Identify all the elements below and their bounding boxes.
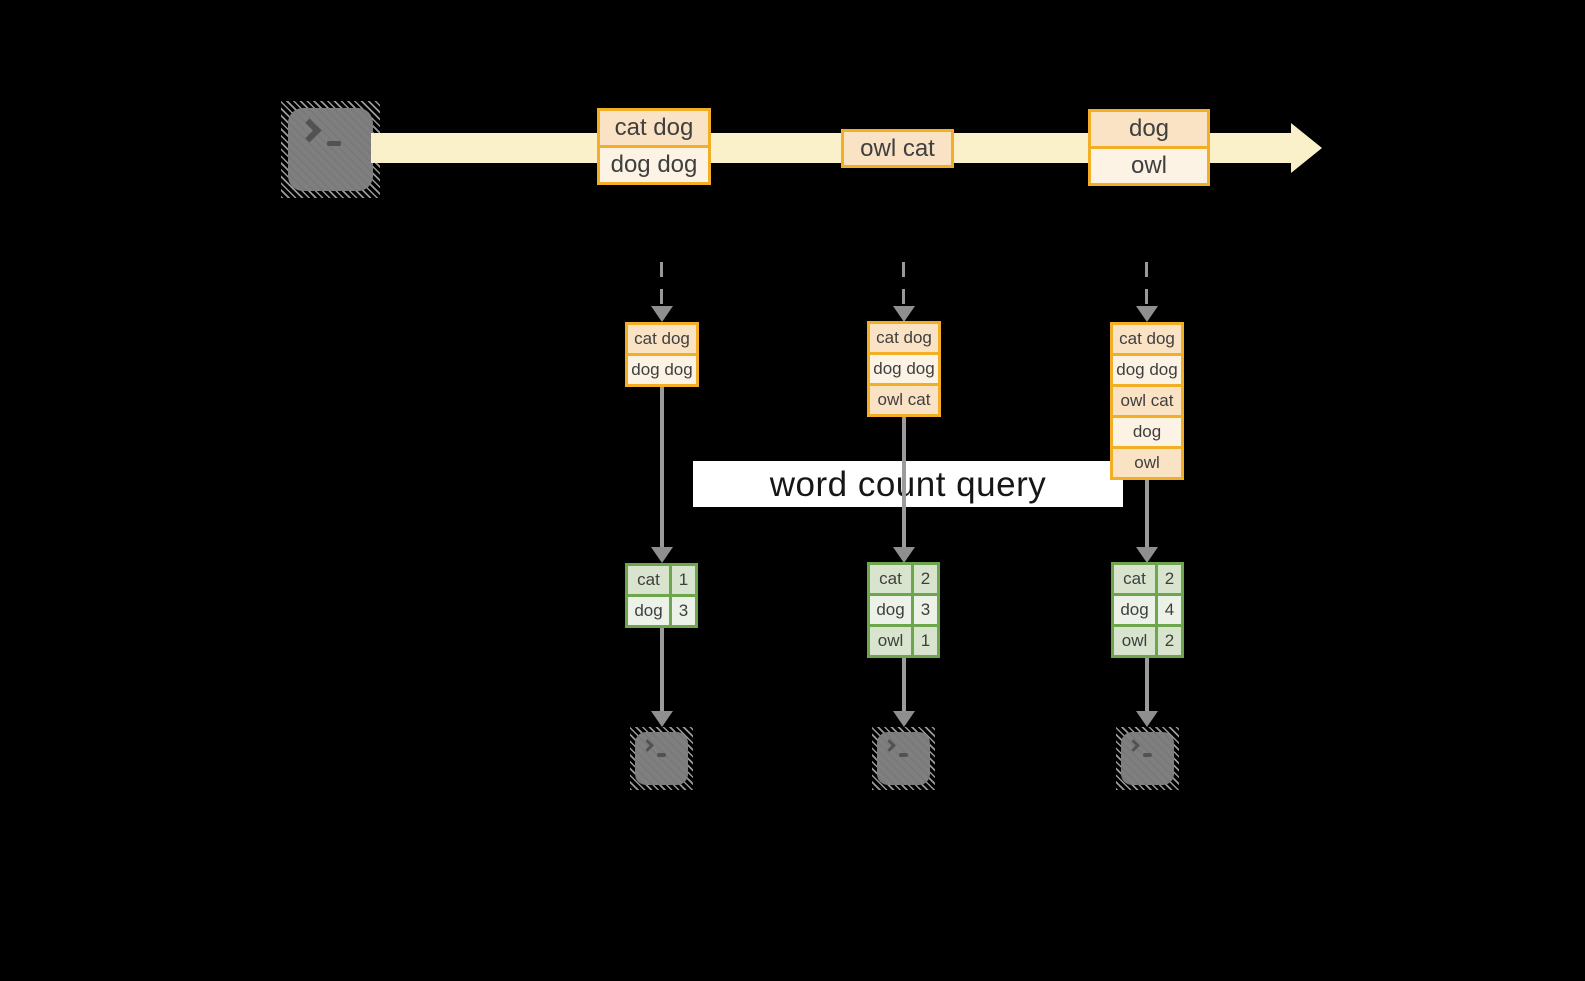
sink-terminal-icon xyxy=(630,727,693,790)
word-cell: cat xyxy=(1114,565,1155,593)
sink-arrowhead-icon xyxy=(651,711,673,727)
query-arrow xyxy=(660,387,664,547)
prompt-chevron-icon xyxy=(1127,739,1140,752)
word-cell: owl xyxy=(1114,627,1155,655)
prompt-chevron-icon xyxy=(883,739,896,752)
query-arrowhead-icon xyxy=(1136,547,1158,563)
count-cell: 4 xyxy=(1158,596,1181,624)
prompt-underscore-icon xyxy=(1143,753,1152,757)
terminal-body xyxy=(635,732,688,785)
dashed-arrow xyxy=(1145,262,1148,306)
word-cell: cat xyxy=(870,565,911,593)
count-cell: 2 xyxy=(914,565,937,593)
sink-terminal-icon xyxy=(872,727,935,790)
terminal-body xyxy=(1121,732,1174,785)
count-cell: 2 xyxy=(1158,627,1181,655)
micro-batch-record: dog dog xyxy=(870,355,938,383)
word-cell: dog xyxy=(870,596,911,624)
count-cell: 1 xyxy=(914,627,937,655)
stream-arrowhead-icon xyxy=(1291,123,1322,173)
query-arrowhead-icon xyxy=(651,547,673,563)
dashed-arrowhead-icon xyxy=(893,306,915,322)
micro-batch-record: owl cat xyxy=(1113,387,1181,415)
word-count-table: cat 1 dog 3 xyxy=(625,563,698,628)
sink-arrow xyxy=(1145,658,1149,711)
micro-batch-record: cat dog xyxy=(870,324,938,352)
word-cell: owl xyxy=(870,627,911,655)
stream-record: owl xyxy=(1091,149,1207,183)
count-cell: 1 xyxy=(672,566,695,594)
sink-arrow xyxy=(660,628,664,711)
prompt-chevron-icon xyxy=(297,118,322,143)
micro-batch-record: cat dog xyxy=(1113,325,1181,353)
micro-batch-table: cat dog dog dog xyxy=(625,322,699,387)
query-label: word count query xyxy=(693,461,1123,507)
dashed-arrow xyxy=(902,262,905,306)
terminal-body xyxy=(288,108,373,191)
count-cell: 3 xyxy=(672,597,695,625)
prompt-underscore-icon xyxy=(899,753,908,757)
word-count-table: cat 2 dog 3 owl 1 xyxy=(867,562,940,658)
stream-record: owl cat xyxy=(844,132,951,165)
sink-terminal-icon xyxy=(1116,727,1179,790)
word-cell: dog xyxy=(628,597,669,625)
stream-batch: owl cat xyxy=(841,129,954,168)
sink-arrowhead-icon xyxy=(893,711,915,727)
query-arrow xyxy=(1145,480,1149,547)
prompt-chevron-icon xyxy=(641,739,654,752)
micro-batch-record: owl xyxy=(1113,449,1181,477)
stream-batch: cat dog dog dog xyxy=(597,108,711,185)
terminal-body xyxy=(877,732,930,785)
micro-batch-table: cat dog dog dog owl cat xyxy=(867,321,941,417)
sink-arrowhead-icon xyxy=(1136,711,1158,727)
micro-batch-record: dog dog xyxy=(628,356,696,384)
prompt-underscore-icon xyxy=(657,753,666,757)
stream-record: cat dog xyxy=(600,111,708,145)
micro-batch-table: cat dog dog dog owl cat dog owl xyxy=(1110,322,1184,480)
count-cell: 2 xyxy=(1158,565,1181,593)
source-terminal-icon xyxy=(281,101,380,198)
dashed-arrowhead-icon xyxy=(1136,306,1158,322)
micro-batch-record: dog xyxy=(1113,418,1181,446)
stream-batch: dog owl xyxy=(1088,109,1210,186)
count-cell: 3 xyxy=(914,596,937,624)
micro-batch-record: cat dog xyxy=(628,325,696,353)
query-arrowhead-icon xyxy=(893,547,915,563)
word-cell: dog xyxy=(1114,596,1155,624)
word-cell: cat xyxy=(628,566,669,594)
word-count-table: cat 2 dog 4 owl 2 xyxy=(1111,562,1184,658)
sink-arrow xyxy=(902,658,906,711)
dashed-arrow xyxy=(660,262,663,306)
micro-batch-record: owl cat xyxy=(870,386,938,414)
micro-batch-record: dog dog xyxy=(1113,356,1181,384)
dashed-arrowhead-icon xyxy=(651,306,673,322)
stream-record: dog dog xyxy=(600,148,708,182)
stream-record: dog xyxy=(1091,112,1207,146)
prompt-underscore-icon xyxy=(327,141,341,146)
query-arrow xyxy=(902,417,906,547)
